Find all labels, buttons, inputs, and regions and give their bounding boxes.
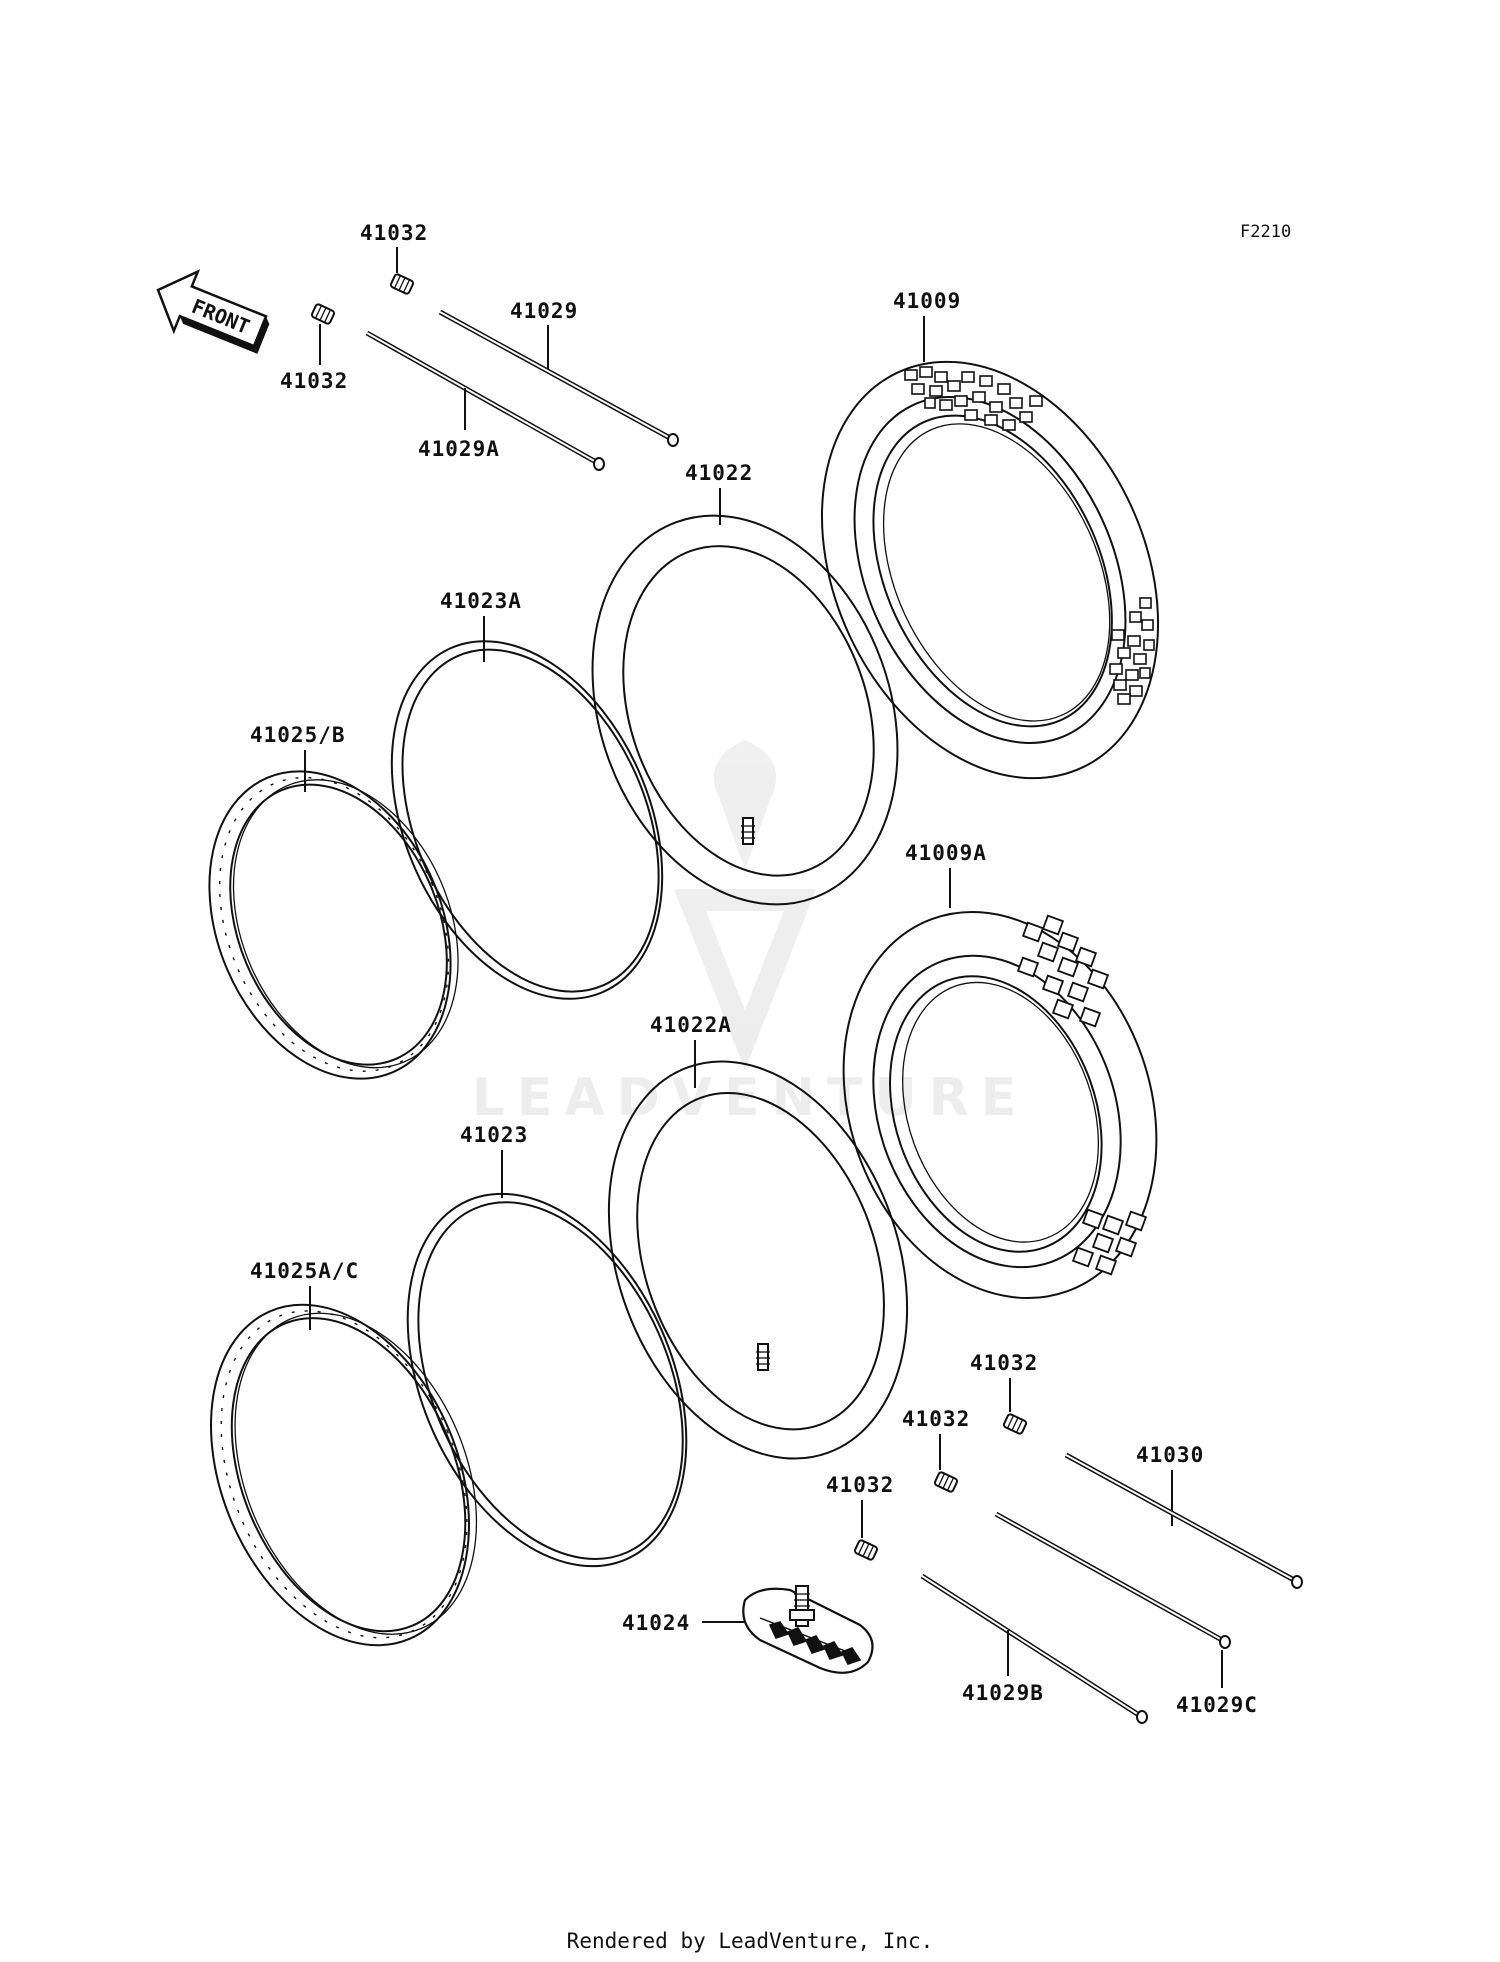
- valve-cap-top-b[interactable]: 41032: [280, 303, 348, 393]
- leadventure-watermark: LEADVENTURE: [472, 740, 1029, 1128]
- tire-rear-41009a[interactable]: 41009A: [791, 841, 1208, 1342]
- label-41022: 41022: [685, 461, 753, 485]
- label-41032-r3: 41032: [826, 1473, 894, 1497]
- watermark-text: LEADVENTURE: [472, 1068, 1029, 1128]
- label-41025ac: 41025A/C: [250, 1259, 359, 1283]
- rim-band-41023[interactable]: 41023: [353, 1123, 741, 1610]
- label-41029c: 41029C: [1176, 1693, 1258, 1717]
- tread-blocks-top: [904, 366, 1043, 431]
- label-41032-top-b: 41032: [280, 369, 348, 393]
- figure-code: F2210: [1240, 222, 1291, 242]
- label-41029b: 41029B: [962, 1681, 1044, 1705]
- spoke-41030[interactable]: 41030: [1064, 1443, 1303, 1589]
- label-41022a: 41022A: [650, 1013, 732, 1037]
- label-41030: 41030: [1136, 1443, 1204, 1467]
- tube-valve-icon: [741, 817, 755, 845]
- label-41029a: 41029A: [418, 437, 500, 461]
- tube-valve-rear-icon: [756, 1343, 770, 1371]
- valve-cap-r2[interactable]: 41032: [902, 1407, 970, 1493]
- rendered-by-footer: Rendered by LeadVenture, Inc.: [567, 1929, 934, 1953]
- valve-cap-top-a[interactable]: 41032: [360, 221, 428, 295]
- spoke-41029[interactable]: 41029: [438, 299, 679, 447]
- rim-lock-teeth-icon: [768, 1621, 862, 1665]
- tread-blocks-right: [1109, 597, 1155, 705]
- tube-rear-41022a[interactable]: 41022A: [556, 1013, 959, 1501]
- tread-blocks-rear-bottom: [1071, 1208, 1148, 1276]
- valve-cap-r1[interactable]: 41032: [970, 1351, 1038, 1435]
- spoke-41029b[interactable]: 41029B: [920, 1573, 1148, 1724]
- label-41025b: 41025/B: [250, 723, 346, 747]
- tube-front-41022[interactable]: 41022: [540, 461, 949, 948]
- label-41032-r1: 41032: [970, 1351, 1038, 1375]
- label-41023: 41023: [460, 1123, 528, 1147]
- label-41032-top-a: 41032: [360, 221, 428, 245]
- tire-front-41009[interactable]: 41009: [757, 289, 1222, 833]
- rim-lock-41024[interactable]: 41024: [622, 1585, 874, 1674]
- rim-41025ac[interactable]: 41025A/C: [162, 1259, 525, 1685]
- rim-band-41023a[interactable]: 41023A: [339, 589, 715, 1041]
- label-41023a: 41023A: [440, 589, 522, 613]
- spoke-41029c[interactable]: 41029C: [994, 1511, 1258, 1717]
- front-arrow-icon: FRONT: [156, 269, 270, 354]
- valve-cap-r3[interactable]: 41032: [826, 1473, 894, 1561]
- spoke-41029a[interactable]: 41029A: [365, 330, 605, 471]
- label-41024: 41024: [622, 1611, 690, 1635]
- label-41009a: 41009A: [905, 841, 987, 865]
- tread-blocks-rear-top: [1016, 914, 1110, 1028]
- rim-41025b[interactable]: 41025/B: [164, 723, 502, 1116]
- label-41009: 41009: [893, 289, 961, 313]
- label-41029: 41029: [510, 299, 578, 323]
- label-41032-r2: 41032: [902, 1407, 970, 1431]
